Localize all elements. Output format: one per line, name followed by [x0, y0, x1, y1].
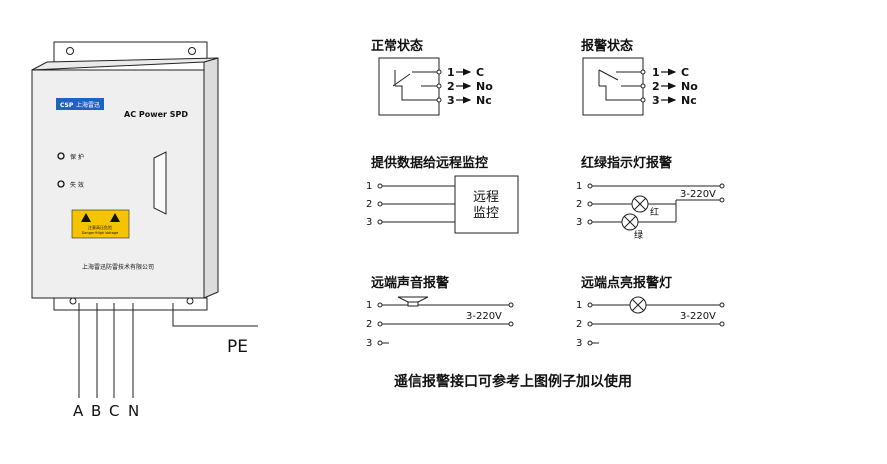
light-voltage: 3-220V [680, 311, 716, 322]
protect-indicator-icon [57, 152, 65, 160]
monitor-pin-3: 3 [366, 217, 372, 228]
normal-state-diagram: 正常状态 1 2 3 C No Nc [371, 38, 493, 116]
mounting-hole-icon [66, 47, 74, 55]
monitor-pin-2: 2 [366, 199, 372, 210]
redgreen-pin-3: 3 [576, 217, 582, 228]
mounting-hole-icon [69, 297, 77, 305]
sound-voltage: 3-220V [466, 311, 502, 322]
brand-logo-text: 上海雷迅 [76, 101, 100, 109]
normal-contact-nc: Nc [476, 94, 492, 107]
footer-note: 遥信报警接口可参考上图例子加以使用 [394, 373, 632, 390]
sound-pin-3: 3 [366, 338, 372, 349]
light-pin-2: 2 [576, 319, 582, 330]
sound-pin-2: 2 [366, 319, 372, 330]
alarm-contact-no: No [681, 80, 698, 93]
alarm-pin-2: 2 [652, 80, 660, 93]
power-wires [78, 303, 258, 398]
spd-device: CSP 上海雷迅 AC Power SPD 保 护 失 效 注意高压危险 Dan… [31, 41, 219, 311]
normal-contact-no: No [476, 80, 493, 93]
remote-signal-connector [153, 151, 167, 215]
normal-contact-c: C [476, 66, 484, 79]
bottom-mounting-tab [53, 297, 208, 311]
brand-logo-mark: CSP [60, 102, 74, 109]
high-voltage-warning-label [71, 209, 130, 239]
remote-light-diagram: 远端点亮报警灯 1 2 3 3-220V [576, 275, 725, 349]
sound-pin-1: 1 [366, 300, 372, 311]
normal-pin-1: 1 [447, 66, 455, 79]
buzzer-icon [397, 296, 429, 307]
monitor-pin-1: 1 [366, 181, 372, 192]
pe-label: PE [227, 337, 248, 357]
sound-title: 远端声音报警 [371, 275, 449, 291]
device-model: AC Power SPD [124, 110, 188, 119]
alarm-state-diagram: 报警状态 1 2 3 C No Nc [581, 38, 698, 116]
remote-monitor-box [454, 175, 519, 234]
alarm-pin-1: 1 [652, 66, 660, 79]
warning-triangle-icon [81, 213, 91, 222]
alarm-contact-nc: Nc [681, 94, 697, 107]
green-lamp-icon [621, 213, 639, 231]
normal-state-title: 正常状态 [371, 38, 423, 54]
alarm-contact-c: C [681, 66, 689, 79]
redgreen-pin-2: 2 [576, 199, 582, 210]
phase-label-b: B [91, 402, 101, 420]
remote-monitor-diagram: 提供数据给远程监控 1 2 3 远程 监控 [366, 155, 519, 234]
monitor-box-line2: 监控 [473, 206, 499, 221]
fail-indicator-icon [57, 180, 65, 188]
phase-label-a: A [73, 402, 84, 420]
redgreen-voltage: 3-220V [680, 189, 716, 200]
red-lamp-icon [631, 195, 649, 213]
remote-monitor-title: 提供数据给远程监控 [371, 155, 488, 171]
redgreen-lamp-diagram: 红绿指示灯报警 1 2 3 红 绿 3-220 [576, 155, 725, 241]
light-pin-3: 3 [576, 338, 582, 349]
alarm-lamp-icon [629, 296, 647, 314]
normal-pin-2: 2 [447, 80, 455, 93]
redgreen-title: 红绿指示灯报警 [581, 155, 672, 171]
green-label: 绿 [634, 229, 643, 241]
wire-pe [172, 303, 258, 327]
alarm-state-title: 报警状态 [581, 38, 633, 54]
light-title: 远端点亮报警灯 [581, 275, 672, 291]
warning-text: 注意高压危险 [88, 224, 112, 230]
redgreen-pin-1: 1 [576, 181, 582, 192]
fail-indicator-label: 失 效 [70, 181, 84, 189]
phase-label-n: N [128, 402, 139, 420]
normal-pin-3: 3 [447, 94, 455, 107]
phase-label-c: C [109, 402, 119, 420]
warning-triangle-icon [110, 213, 120, 222]
red-label: 红 [650, 206, 659, 218]
remote-sound-diagram: 远端声音报警 1 2 3 3-220V [366, 275, 514, 349]
mounting-hole-icon [188, 47, 196, 55]
device-top-edge [31, 57, 219, 71]
warning-text-en: Danger!High Voltage [82, 231, 119, 235]
light-pin-1: 1 [576, 300, 582, 311]
company-name: 上海雷迅防雷技术有限公司 [82, 263, 154, 271]
monitor-box-line1: 远程 [473, 190, 499, 205]
protect-indicator-label: 保 护 [70, 153, 84, 161]
mounting-hole-icon [186, 297, 194, 305]
device-side-panel [203, 57, 219, 299]
brand-logo [56, 98, 104, 110]
alarm-pin-3: 3 [652, 94, 660, 107]
